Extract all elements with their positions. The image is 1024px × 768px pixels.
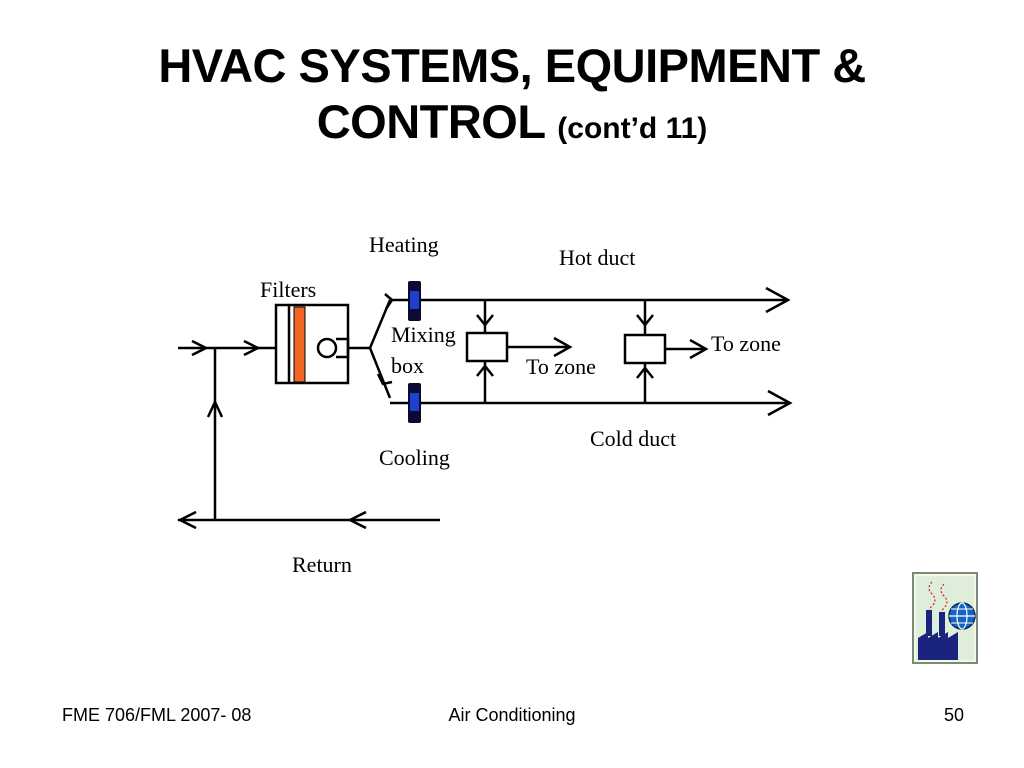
footer-course: FME 706/FML 2007- 08 <box>62 705 252 725</box>
title-subtitle: (cont’d 11) <box>557 112 708 145</box>
filter-element <box>293 306 306 383</box>
filters-label: Filters <box>260 277 316 302</box>
split-arrow-down <box>376 373 393 386</box>
diagram-lines <box>177 286 793 530</box>
cooling-label: Cooling <box>379 445 450 470</box>
factory-globe-logo-icon <box>912 572 978 664</box>
title-line-2: CONTROL (cont’d 11) <box>0 94 1024 157</box>
inlet-arrow-1 <box>191 339 209 357</box>
return-label: Return <box>292 552 352 577</box>
mix2-outlet-arrow <box>689 338 709 360</box>
box-label: box <box>391 353 424 378</box>
fan-icon <box>316 337 338 359</box>
return-arrow-mid <box>347 510 367 530</box>
hot-duct-label: Hot duct <box>559 245 635 270</box>
heating-label: Heating <box>369 232 439 257</box>
filter-box <box>274 303 350 385</box>
cold-duct-label: Cold duct <box>590 426 676 451</box>
to-zone-label-1: To zone <box>526 354 596 379</box>
mixing-box-1 <box>465 331 509 363</box>
title-line-1: HVAC SYSTEMS, EQUIPMENT & <box>158 39 866 92</box>
hot-duct-arrow <box>765 286 791 314</box>
title-control: CONTROL <box>316 95 546 148</box>
return-arrow-end <box>177 510 197 530</box>
cooling-coil <box>408 383 421 423</box>
slide-title: HVAC SYSTEMS, EQUIPMENT & CONTROL (cont’… <box>0 38 1024 157</box>
footer-page-number: 50 <box>943 705 964 725</box>
cold-duct-arrow <box>767 389 793 417</box>
to-zone-label-2: To zone <box>711 331 781 356</box>
fan-outlet <box>336 337 350 359</box>
mix1-hot-arrow <box>476 314 494 328</box>
split-line <box>368 299 392 399</box>
mix1-cold-arrow <box>476 363 494 377</box>
mixing-label: Mixing <box>391 322 456 347</box>
mix2-hot-arrow <box>636 314 654 328</box>
mix1-outlet-arrow <box>553 336 573 358</box>
riser-arrow <box>206 399 224 418</box>
mix2-cold-arrow <box>636 365 654 379</box>
mixing-box-2 <box>623 333 667 365</box>
footer-topic: Air Conditioning <box>448 705 576 725</box>
inlet-arrow-2 <box>243 339 261 357</box>
heating-coil <box>408 281 421 321</box>
